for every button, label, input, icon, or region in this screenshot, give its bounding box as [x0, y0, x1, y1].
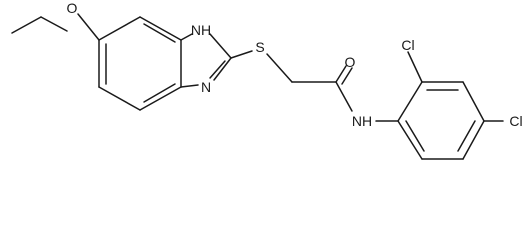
bond: [213, 57, 232, 81]
bond: [407, 51, 423, 83]
benzimidazole-benzene-ring: [98, 16, 182, 111]
bond: [335, 65, 347, 83]
molecule-diagram: O NH N S O NH Cl Cl: [11, 0, 523, 160]
atom-label-para-chlorine: Cl: [509, 113, 522, 129]
bond: [230, 50, 253, 59]
atom-label-carbonyl-oxygen: O: [345, 54, 356, 70]
bond: [462, 81, 485, 122]
bond: [77, 13, 100, 41]
bond: [40, 16, 68, 32]
bond: [11, 16, 42, 34]
bond: [266, 53, 293, 83]
bond: [139, 86, 182, 111]
atom-label-sulfur: S: [255, 39, 264, 55]
thioacetamide-linker: [230, 50, 353, 112]
bond: [209, 33, 232, 59]
bond: [397, 120, 423, 160]
bond: [462, 120, 485, 160]
atom-label-ring-nh: NH: [191, 22, 211, 38]
atom-label-amide-nh: NH: [352, 113, 372, 129]
bond: [335, 81, 353, 112]
ethoxy-group: [11, 13, 100, 41]
atom-labels: O NH N S O NH Cl Cl: [67, 0, 523, 129]
atom-label-ring-nitrogen: N: [201, 79, 211, 95]
bond: [98, 16, 141, 41]
double-bond-inner: [143, 23, 176, 43]
atom-label-ortho-chlorine: Cl: [401, 37, 414, 53]
double-bond-inner: [143, 83, 176, 103]
imidazole-ring: [180, 33, 232, 88]
double-bond-inner: [457, 120, 476, 152]
bond: [180, 33, 193, 41]
atom-label-ether-oxygen: O: [67, 0, 78, 16]
structure-svg: O NH N S O NH Cl Cl: [11, 0, 523, 160]
dichlorophenyl-ring: [375, 51, 504, 160]
double-bond-inner: [209, 60, 226, 79]
bond: [98, 86, 141, 111]
double-bond-inner: [405, 120, 425, 152]
bond: [139, 16, 182, 41]
bond: [180, 84, 199, 88]
bond: [341, 67, 353, 85]
bond: [397, 81, 423, 122]
